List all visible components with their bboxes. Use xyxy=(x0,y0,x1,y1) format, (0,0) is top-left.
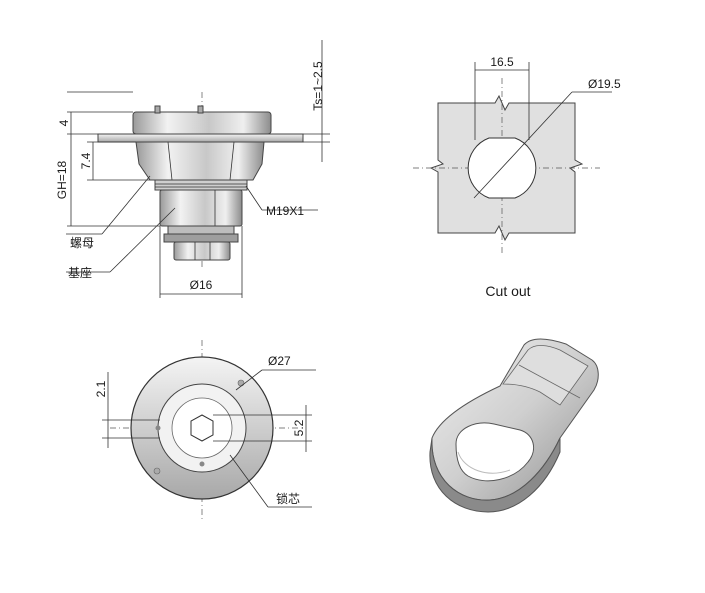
cam-tongue-3d xyxy=(429,338,599,513)
dim-nut-height: 7.4 xyxy=(79,152,93,169)
hex-key-socket xyxy=(190,414,214,442)
label-thread: M19X1 xyxy=(266,204,304,218)
lock-cap xyxy=(132,111,272,135)
dim-cutout-diameter: Ø19.5 xyxy=(588,77,621,91)
cutout-caption: Cut out xyxy=(485,283,530,299)
label-core: 锁芯 xyxy=(276,491,300,506)
dim-offset: 2.1 xyxy=(94,380,108,397)
base xyxy=(159,189,243,227)
side-view: 4 GH=18 7.4 Ts=1~2.5 M19X1 螺母 基座 Ø16 xyxy=(55,40,330,298)
dim-gh: GH=18 xyxy=(55,160,69,199)
dim-base-diameter: Ø16 xyxy=(190,278,213,292)
front-view: 2.1 Ø27 5.2 锁芯 xyxy=(94,340,316,520)
mounting-plate xyxy=(97,133,304,143)
nut xyxy=(135,141,265,181)
label-nut: 螺母 xyxy=(70,236,94,250)
dim-hex-size: 5.2 xyxy=(292,419,306,436)
dim-panel-thickness: Ts=1~2.5 xyxy=(311,61,325,111)
dim-face-diameter: Ø27 xyxy=(268,354,291,368)
label-base: 基座 xyxy=(68,265,92,280)
dim-cutout-width: 16.5 xyxy=(490,55,514,69)
dim-cap-height: 4 xyxy=(57,119,71,126)
cutout-view: 16.5 Ø19.5 Cut out xyxy=(413,55,621,299)
